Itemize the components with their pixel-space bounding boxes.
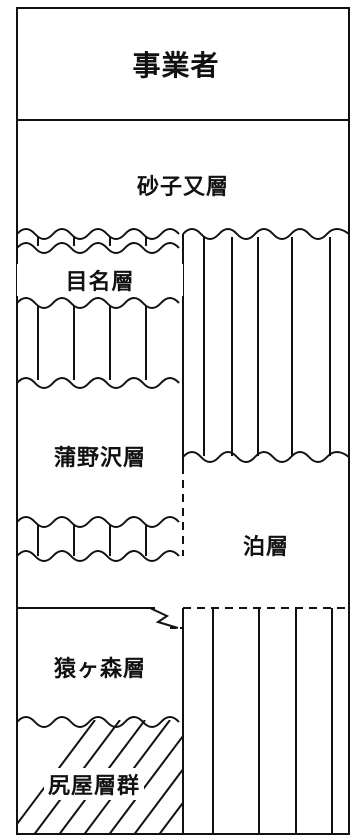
wavy-boundary-tomari-top [182,228,350,240]
wavy-boundary-mena-top [16,228,180,240]
unit-label-shiriya: 尻屋層群 [44,768,145,800]
wavy-line-sunagomata-base [16,242,180,254]
hatch-gamanosawa-lower [37,524,147,556]
hatch-tomari-lower [212,608,333,834]
hatch-tomari-upper [203,237,331,456]
hatch-mena-top [37,236,147,246]
unit-label-mena: 目名層 [17,264,183,296]
wavy-boundary-gamanosawa-lower [16,516,180,528]
wavy-boundary-gamanosawa-base [16,550,180,562]
unit-label-sunagomata: 砂子又層 [136,175,229,200]
wavy-boundary-tomari-upper-base [182,451,350,463]
unit-label-sarugamori: 猿ヶ森層 [53,657,146,682]
unit-label-tomari: 泊層 [242,535,289,560]
wavy-boundary-shiriya-top [16,716,180,728]
offset-mark [149,607,179,629]
wavy-boundary-gamanosawa-top [16,377,180,389]
header-label: 事業者 [132,49,220,82]
unit-label-gamanosawa: 蒲野沢層 [53,446,146,471]
hatch-mena [37,306,147,380]
wavy-boundary-mena-base [16,297,180,309]
